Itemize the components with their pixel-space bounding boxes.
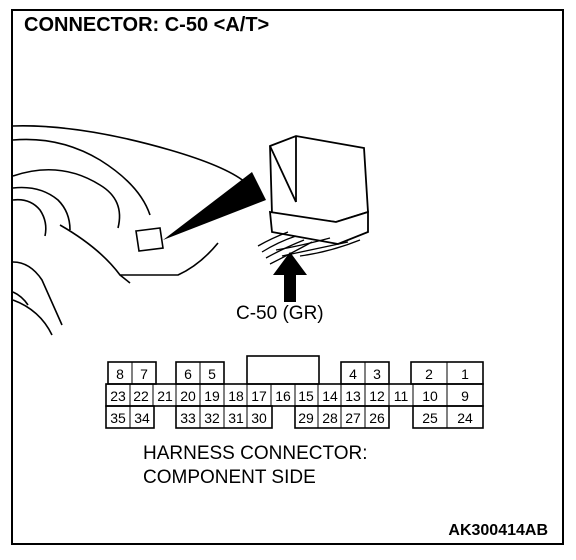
- caption-line: COMPONENT SIDE: [143, 467, 316, 488]
- pin-number: 17: [251, 388, 267, 404]
- ecu-module: [268, 135, 369, 245]
- pin-number: 7: [140, 366, 148, 382]
- pin-number: 32: [204, 410, 220, 426]
- connector-arrow: [273, 252, 307, 302]
- pin-number: 24: [457, 410, 473, 426]
- caption-line: HARNESS CONNECTOR:: [143, 443, 368, 464]
- pin-number: 9: [461, 388, 469, 404]
- pin-number: 23: [110, 388, 126, 404]
- pin-number: 11: [394, 388, 409, 404]
- ecu-location-marker: [135, 172, 266, 252]
- pin-number: 6: [184, 366, 192, 382]
- pin-number: 1: [461, 366, 469, 382]
- page-title: CONNECTOR: C-50 <A/T>: [24, 14, 270, 36]
- pin-number: 13: [345, 388, 361, 404]
- pin-number: 27: [345, 410, 361, 426]
- dashboard-outline: [12, 125, 246, 336]
- pin-number: 15: [298, 388, 314, 404]
- pin-number: 18: [228, 388, 244, 404]
- pin-number: 3: [373, 366, 381, 382]
- connector-caption: HARNESS CONNECTOR: COMPONENT SIDE: [143, 442, 368, 490]
- pin-number: 5: [208, 366, 216, 382]
- pin-number: 16: [275, 388, 291, 404]
- pin-number: 2: [425, 366, 433, 382]
- pin-number: 4: [349, 366, 357, 382]
- figure-code: AK300414AB: [448, 522, 548, 539]
- pin-number: 34: [134, 410, 150, 426]
- pin-number: 26: [369, 410, 385, 426]
- pin-number: 21: [157, 388, 173, 404]
- pin-number: 25: [422, 410, 438, 426]
- pin-dividers: [129, 362, 448, 428]
- connector-callout-label: C-50 (GR): [236, 303, 324, 324]
- pin-number: 28: [322, 410, 338, 426]
- pin-number: 10: [422, 388, 438, 404]
- pin-number: 31: [228, 410, 244, 426]
- pin-number: 33: [180, 410, 196, 426]
- pin-number: 12: [369, 388, 385, 404]
- pin-number: 14: [322, 388, 338, 404]
- pin-number: 29: [298, 410, 314, 426]
- pin-number: 8: [116, 366, 124, 382]
- pin-number: 20: [180, 388, 196, 404]
- pin-number: 35: [110, 410, 126, 426]
- pin-number: 22: [133, 388, 149, 404]
- pin-number: 30: [251, 410, 267, 426]
- pin-number: 19: [204, 388, 220, 404]
- pin-numbers: 8 7 6 5 4 3 2 1 23 22 21 20 19 18 17 16 …: [110, 366, 473, 426]
